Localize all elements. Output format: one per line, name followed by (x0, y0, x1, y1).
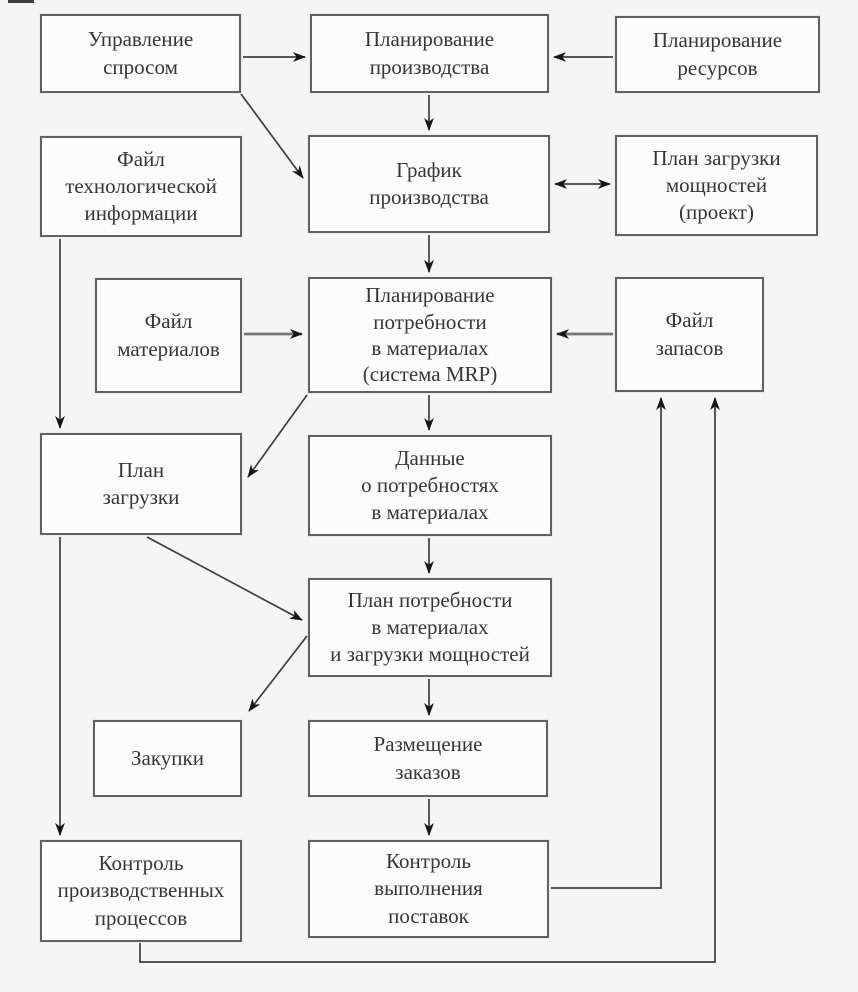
node-requirements-data: Данные о потребностях в материалах (308, 435, 552, 536)
scan-artifact-line (8, 0, 34, 3)
edge-demand-to-schedule (240, 93, 304, 179)
node-production-planning: Планирование производства (310, 14, 549, 93)
node-mrp: Планирование потребности в материалах (с… (308, 277, 552, 393)
node-inventory-file: Файл запасов (615, 277, 764, 392)
node-purchasing: Закупки (93, 720, 242, 797)
node-order-placement: Размещение заказов (308, 720, 548, 797)
edge-mrp-to-load-plan (247, 394, 308, 478)
node-requirements-plan: План потребности в материалах и загрузки… (308, 578, 552, 677)
node-production-schedule: График производства (308, 135, 550, 233)
node-tech-info-file: Файл технологической информации (40, 136, 242, 237)
edge-delivery-control-to-inventory-file (551, 397, 666, 889)
node-capacity-plan-draft: План загрузки мощностей (проект) (615, 135, 818, 236)
node-materials-file: Файл материалов (95, 278, 242, 393)
node-resource-planning: Планирование ресурсов (615, 16, 820, 93)
edge-load-plan-to-requirements-plan (146, 536, 303, 621)
node-load-plan: План загрузки (40, 433, 242, 535)
node-demand-management: Управление спросом (40, 14, 241, 93)
node-delivery-control: Контроль выполнения поставок (308, 840, 549, 938)
node-process-control: Контроль производственных процессов (40, 840, 242, 942)
edge-requirements-plan-to-purchasing (248, 635, 308, 712)
